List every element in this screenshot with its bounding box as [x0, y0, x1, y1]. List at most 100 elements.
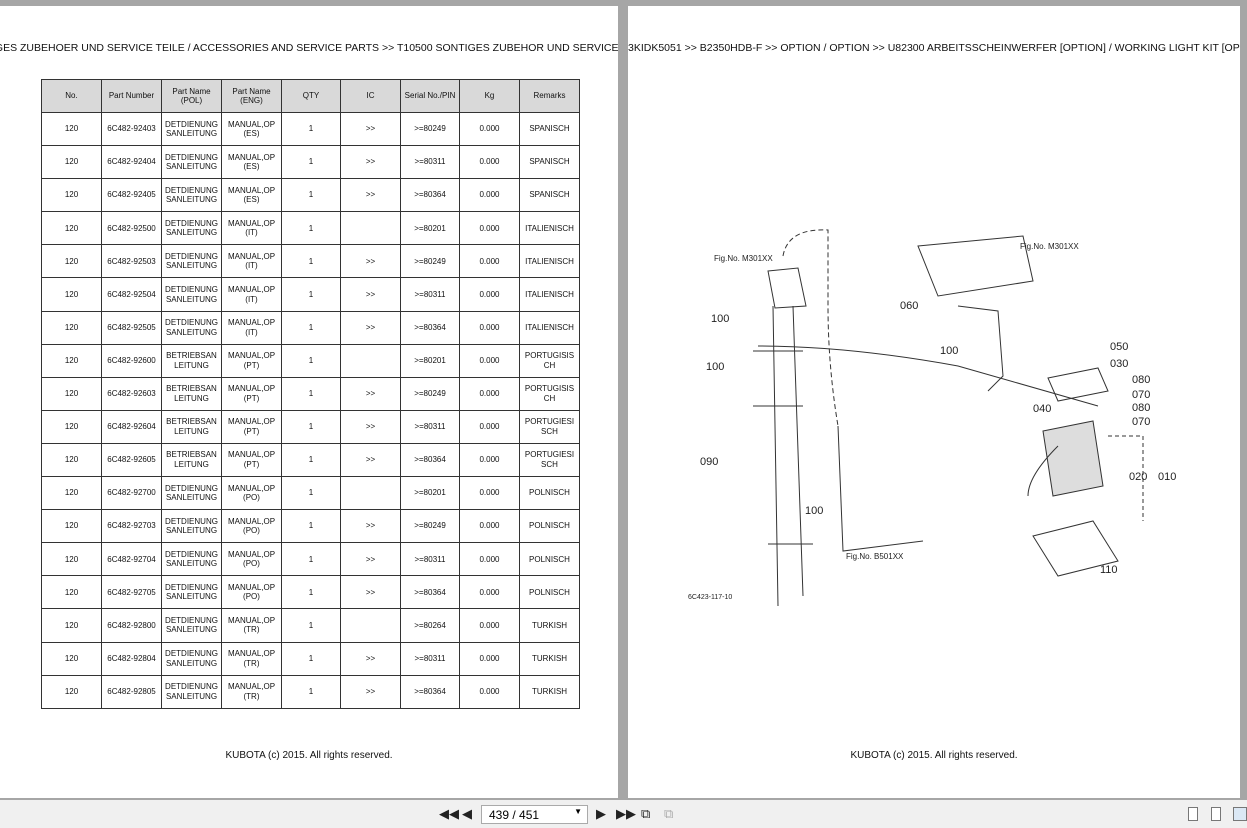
table-cell: 1 [281, 244, 341, 279]
copyright-footer: KUBOTA (c) 2015. All rights reserved. [850, 750, 1018, 761]
table-cell: 120 [41, 442, 102, 478]
table-cell [340, 608, 401, 643]
column-header: IC [340, 79, 401, 113]
table-cell: MANUAL,OP (TR) [221, 608, 282, 643]
table-cell: 120 [41, 277, 102, 312]
first-page-button[interactable]: ◀◀ [439, 806, 459, 821]
table-cell: >=80364 [400, 442, 460, 478]
table-cell: BETRIEBSAN LEITUNG [161, 442, 222, 478]
table-cell: >=80364 [400, 575, 460, 610]
callout: 100 [711, 313, 730, 325]
table-cell: TURKISH [519, 608, 580, 643]
table-cell: 1 [281, 211, 341, 246]
table-cell: >> [340, 111, 401, 147]
table-cell: MANUAL,OP (ES) [221, 111, 282, 147]
table-cell: 0.000 [459, 476, 520, 511]
table-cell: PORTUGIESI SCH [519, 409, 580, 444]
table-cell: >=80264 [400, 608, 460, 643]
page-selector[interactable]: 439 / 451▼ [481, 805, 588, 824]
table-cell: MANUAL,OP (PT) [221, 343, 282, 378]
table-cell: 1 [281, 310, 341, 345]
table-cell: >> [340, 641, 401, 676]
table-cell: >=80364 [400, 310, 460, 345]
table-cell: 1 [281, 442, 341, 478]
table-cell: MANUAL,OP (PT) [221, 376, 282, 411]
table-cell: MANUAL,OP (PO) [221, 542, 282, 577]
table-cell: 120 [41, 409, 102, 444]
table-cell: 120 [41, 476, 102, 511]
next-page-button[interactable]: ▶ [596, 806, 606, 821]
continuous-view-icon[interactable] [1211, 807, 1221, 821]
table-cell: 6C482-92403 [101, 111, 162, 147]
table-cell: DETDIENUNG SANLEITUNG [161, 211, 222, 246]
table-cell: >=80364 [400, 674, 460, 709]
chevron-down-icon: ▼ [574, 807, 582, 816]
table-cell: 120 [41, 674, 102, 709]
table-cell: 0.000 [459, 442, 520, 478]
table-cell [340, 476, 401, 511]
callout: 110 [1100, 564, 1118, 576]
table-cell: 0.000 [459, 277, 520, 312]
table-cell: >=80249 [400, 244, 460, 279]
paste-page-icon[interactable]: ⧉ [664, 806, 674, 821]
table-cell: SPANISCH [519, 145, 580, 180]
table-cell: 120 [41, 211, 102, 246]
table-cell: 1 [281, 641, 341, 676]
two-page-view-icon[interactable] [1233, 807, 1247, 821]
table-cell: 6C482-92804 [101, 641, 162, 676]
table-cell: 120 [41, 376, 102, 411]
table-cell: PORTUGIESI SCH [519, 442, 580, 478]
table-cell: DETDIENUNG SANLEITUNG [161, 608, 222, 643]
table-cell: SPANISCH [519, 178, 580, 213]
table-cell: 0.000 [459, 178, 520, 213]
table-cell: POLNISCH [519, 575, 580, 610]
table-cell: 6C482-92805 [101, 674, 162, 709]
callout: 070 [1132, 389, 1151, 401]
column-header: Kg [459, 79, 520, 113]
table-cell: 0.000 [459, 674, 520, 709]
table-cell: >=80311 [400, 145, 460, 180]
single-page-view-icon[interactable] [1188, 807, 1198, 821]
callout: 100 [706, 361, 725, 373]
table-cell: >> [340, 310, 401, 345]
table-cell: DETDIENUNG SANLEITUNG [161, 509, 222, 544]
table-cell: 0.000 [459, 509, 520, 544]
table-cell: >> [340, 145, 401, 180]
table-cell: MANUAL,OP (IT) [221, 277, 282, 312]
prev-page-button[interactable]: ◀ [462, 806, 472, 821]
copy-page-icon[interactable]: ⧉ [641, 806, 651, 821]
table-cell: 0.000 [459, 542, 520, 577]
callout: 030 [1110, 358, 1129, 370]
column-header: Part Name (POL) [161, 79, 222, 113]
table-cell: 6C482-92704 [101, 542, 162, 577]
table-cell: 0.000 [459, 244, 520, 279]
table-cell: 120 [41, 178, 102, 213]
table-cell: 6C482-92504 [101, 277, 162, 312]
table-cell: SPANISCH [519, 111, 580, 147]
last-page-button[interactable]: ▶▶ [616, 806, 636, 821]
table-cell: 120 [41, 575, 102, 610]
table-cell: 6C482-92800 [101, 608, 162, 643]
table-cell: ITALIENISCH [519, 244, 580, 279]
table-cell: >=80249 [400, 376, 460, 411]
fig-ref: Fig.No. M301XX [714, 254, 773, 263]
callout: 020 [1129, 471, 1148, 483]
table-cell: DETDIENUNG SANLEITUNG [161, 674, 222, 709]
copyright-footer: KUBOTA (c) 2015. All rights reserved. [225, 750, 393, 761]
table-cell: 1 [281, 608, 341, 643]
table-cell [340, 211, 401, 246]
table-cell: DETDIENUNG SANLEITUNG [161, 145, 222, 180]
table-cell: 6C482-92600 [101, 343, 162, 378]
table-cell: >=80201 [400, 476, 460, 511]
table-cell: 0.000 [459, 310, 520, 345]
table-cell: 1 [281, 575, 341, 610]
table-cell: MANUAL,OP (PO) [221, 509, 282, 544]
left-page: SONTIGES ZUBEHOER UND SERVICE TEILE / AC… [0, 6, 618, 798]
table-cell: 120 [41, 244, 102, 279]
callout: 070 [1132, 416, 1151, 428]
